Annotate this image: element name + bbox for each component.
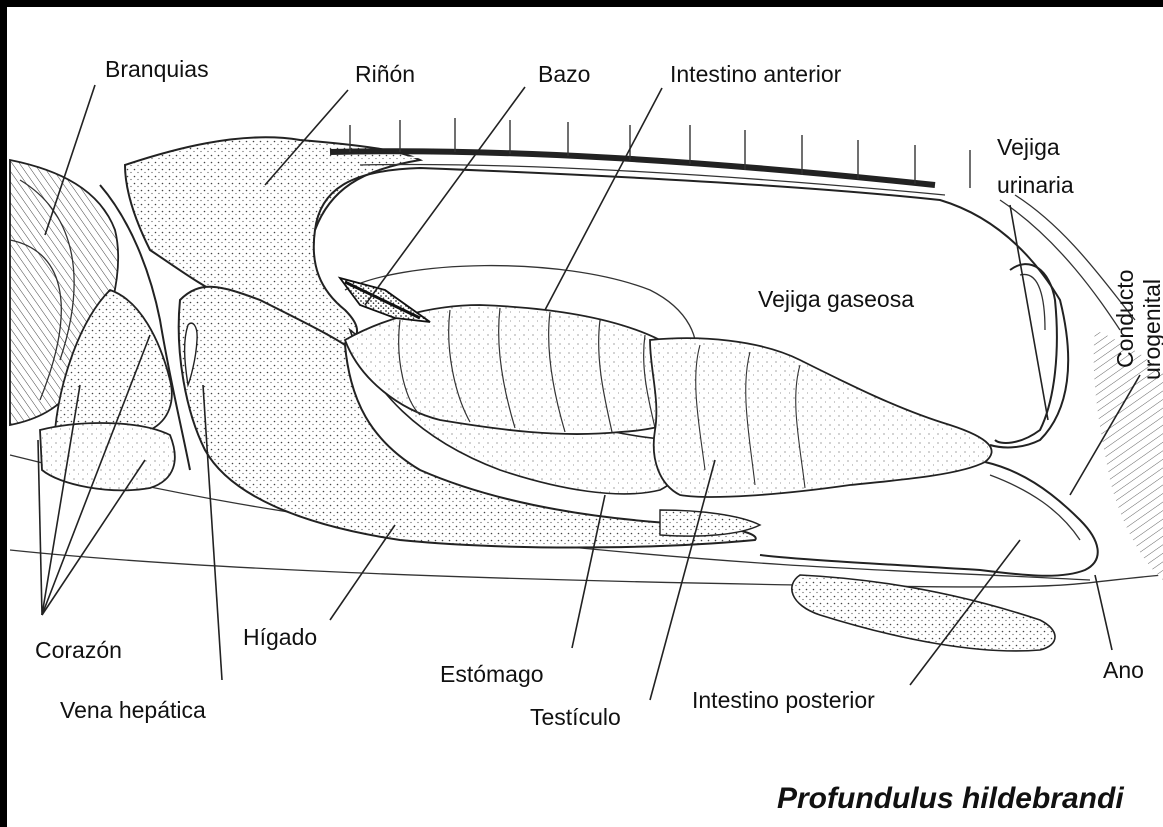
label-conducto-line2: urogenital (1139, 279, 1163, 380)
label-ano: Ano (1103, 657, 1144, 683)
species-name: Profundulus hildebrandi (777, 782, 1124, 815)
vertebral-column (330, 118, 970, 195)
label-branquias: Branquias (105, 56, 209, 82)
label-vejiga-urinaria-line2: urinaria (997, 172, 1074, 198)
label-higado: Hígado (243, 624, 317, 650)
spleen (340, 278, 430, 322)
label-vejiga-gaseosa: Vejiga gaseosa (758, 286, 914, 312)
label-corazon: Corazón (35, 637, 122, 663)
label-rinon: Riñón (355, 61, 415, 87)
label-conducto-line1: Conducto (1112, 270, 1138, 368)
label-vena-hepatica: Vena hepática (60, 697, 206, 723)
testicle (650, 338, 992, 497)
label-intestino-posterior: Intestino posterior (692, 687, 875, 713)
label-bazo: Bazo (538, 61, 590, 87)
label-testiculo: Testículo (530, 704, 621, 730)
label-vejiga-urinaria-line1: Vejiga (997, 134, 1060, 160)
label-intestino-anterior: Intestino anterior (670, 61, 842, 87)
label-estomago: Estómago (440, 661, 544, 687)
